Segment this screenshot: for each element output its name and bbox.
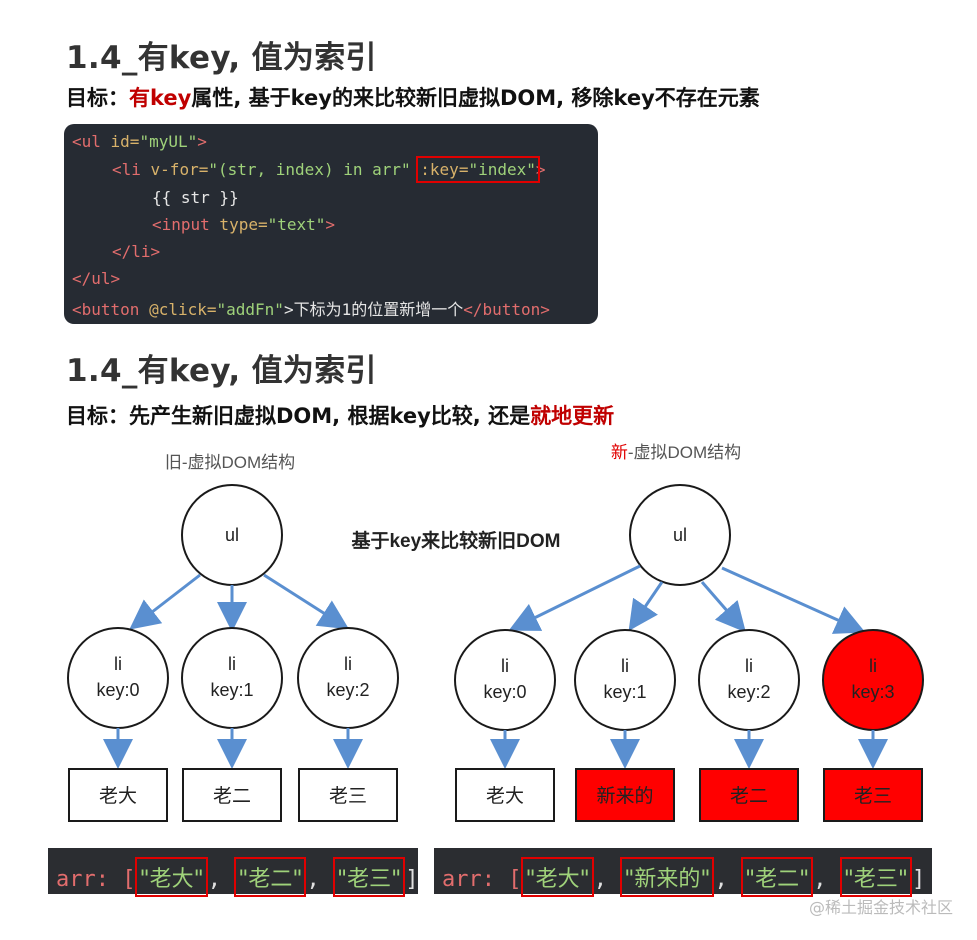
section2-goal: 目标：先产生新旧虚拟DOM, 根据key比较, 还是就地更新 (66, 400, 614, 430)
old-array-item: "老三" (332, 857, 406, 897)
new-edge-3 (721, 566, 866, 634)
goal-red: 有key (129, 86, 192, 110)
old-array-bar: arr: ["老大", "老二", "老三"] (48, 848, 418, 897)
svg-text:li: li (745, 656, 753, 676)
code-block: <ul id="myUL"> <li v-for="(str, index) i… (64, 124, 598, 324)
old-edge-1 (129, 573, 201, 630)
goal-prefix: 目标： (66, 86, 129, 110)
old-key-0: key:0 (96, 680, 139, 700)
center-label: 基于key来比较新旧DOM (350, 529, 560, 552)
new-array-line: arr: ["老大", "新来的", "老二", "老三"] (442, 857, 925, 897)
goal-rest: 属性, 基于key的来比较新旧虚拟DOM, 移除key不存在元素 (191, 86, 760, 110)
svg-text:老大: 老大 (486, 785, 524, 807)
old-tree-title: 旧-虚拟DOM结构 (165, 453, 295, 472)
svg-text:li: li (114, 654, 122, 674)
svg-text:ul: ul (673, 525, 687, 545)
svg-text:老大: 老大 (99, 785, 137, 807)
goal2-red: 就地更新 (530, 404, 615, 428)
new-edge-2 (700, 581, 746, 633)
old-value-box-2 (298, 768, 398, 822)
new-array-bar: arr: ["老大", "新来的", "老二", "老三"] (434, 848, 932, 897)
old-root-label: ul (225, 525, 239, 545)
old-array-item: "老二" (234, 857, 307, 897)
new-key-1: key:1 (603, 682, 646, 702)
section1-goal: 目标：有key属性, 基于key的来比较新旧虚拟DOM, 移除key不存在元素 (66, 82, 760, 112)
code-line-6: </ul> (72, 269, 121, 288)
old-array-item: "老大" (135, 857, 208, 897)
old-li-node-2 (297, 627, 399, 729)
section2-heading: 1.4_有key, 值为索引 (66, 353, 377, 389)
code-line-7: <button @click="addFn">下标为1的位置新增一个</butt… (72, 300, 550, 319)
svg-text:li: li (869, 656, 877, 676)
new-array-item: "老三" (839, 857, 912, 897)
new-array-item: "新来的" (620, 857, 715, 897)
new-value-box-3 (823, 768, 923, 822)
code-line-1: <ul id="myUL"> (72, 132, 207, 151)
new-value-box-2 (699, 768, 799, 822)
new-key-0: key:0 (483, 682, 526, 702)
key-highlight: :key="index" (416, 156, 540, 183)
new-edge-1 (628, 581, 664, 631)
old-li-node-0 (67, 627, 169, 729)
code-line-3: {{ str }} (152, 188, 239, 207)
svg-text:li: li (501, 656, 509, 676)
svg-text:老三: 老三 (854, 785, 892, 807)
svg-text:li: li (228, 654, 236, 674)
new-root-node (629, 484, 731, 586)
new-key-2: key:2 (727, 682, 770, 702)
new-array-item: "老二" (740, 857, 814, 897)
new-key-3: key:3 (851, 682, 894, 702)
old-key-1: key:1 (210, 680, 253, 700)
watermark: @稀土掘金技术社区 (808, 898, 953, 917)
old-key-2: key:2 (326, 680, 369, 700)
new-value-box-1 (575, 768, 675, 822)
new-value-box-0 (455, 768, 555, 822)
svg-text:li: li (621, 656, 629, 676)
svg-text:老三: 老三 (329, 785, 367, 807)
svg-text:老二: 老二 (730, 785, 768, 807)
svg-text:新来的: 新来的 (596, 785, 653, 807)
new-tree-title: 新-虚拟DOM结构 (611, 443, 741, 462)
new-li-node-3 (822, 629, 924, 731)
code-line-5: </li> (112, 242, 161, 261)
new-li-node-2 (698, 629, 800, 731)
old-value-box-1 (182, 768, 282, 822)
code-line-4: <input type="text"> (152, 215, 336, 234)
new-li-node-0 (454, 629, 556, 731)
svg-text:li: li (344, 654, 352, 674)
new-li-node-1 (574, 629, 676, 731)
old-edge-3 (263, 573, 350, 630)
old-value-box-0 (68, 768, 168, 822)
goal2-prefix: 目标：先产生新旧虚拟DOM, 根据key比较, 还是 (66, 404, 531, 428)
new-edge-0 (508, 564, 641, 631)
section1-heading: 1.4_有key, 值为索引 (66, 40, 377, 76)
old-array-line: arr: ["老大", "老二", "老三"] (56, 857, 418, 897)
svg-text:老二: 老二 (213, 785, 251, 807)
old-li-node-1 (181, 627, 283, 729)
new-array-item: "老大" (521, 857, 594, 897)
code-line-2: <li v-for="(str, index) in arr" :key="in… (112, 156, 546, 183)
